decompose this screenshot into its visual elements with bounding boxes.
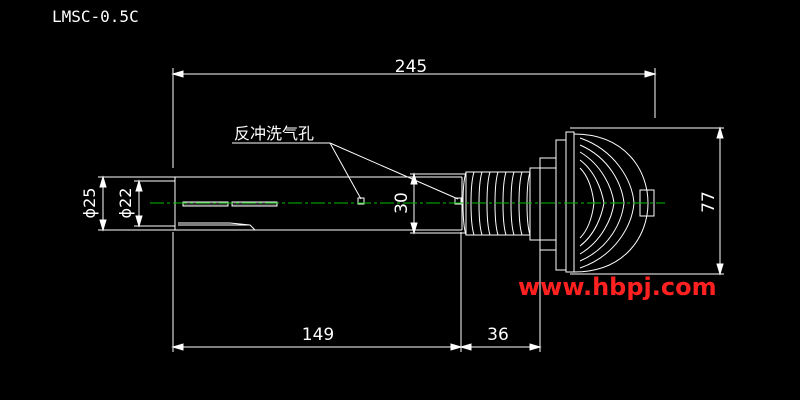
dimension-outer-diameter-label: ϕ25	[80, 188, 99, 219]
dimension-cap-height	[570, 126, 724, 276]
dimension-pipe-length-label: 149	[302, 325, 334, 345]
dimension-thread-length-label: 36	[487, 325, 509, 345]
dimension-overall-length-label: 245	[395, 57, 427, 77]
dimension-overall-length	[171, 68, 657, 168]
dimension-pipe-length	[171, 232, 463, 352]
nut-flange	[529, 131, 575, 273]
dimension-cap-height-label: 77	[699, 191, 719, 213]
dimension-thread-diameter-label: 30	[392, 192, 412, 214]
pipe-slots	[182, 201, 278, 207]
dimension-outer-diameter	[98, 175, 175, 232]
dome-cap	[573, 133, 655, 273]
dimension-inner-diameter-label: ϕ22	[116, 188, 135, 219]
annotation-backwash-hole: 反冲洗气孔	[234, 124, 314, 143]
dimension-inner-diameter	[134, 179, 175, 228]
watermark: www.hbpj.com	[518, 273, 717, 301]
dimension-thread-length	[459, 250, 542, 352]
annotation-leader	[232, 142, 459, 200]
pipe-body	[174, 176, 463, 231]
model-title: LMSC-0.5C	[52, 7, 139, 26]
